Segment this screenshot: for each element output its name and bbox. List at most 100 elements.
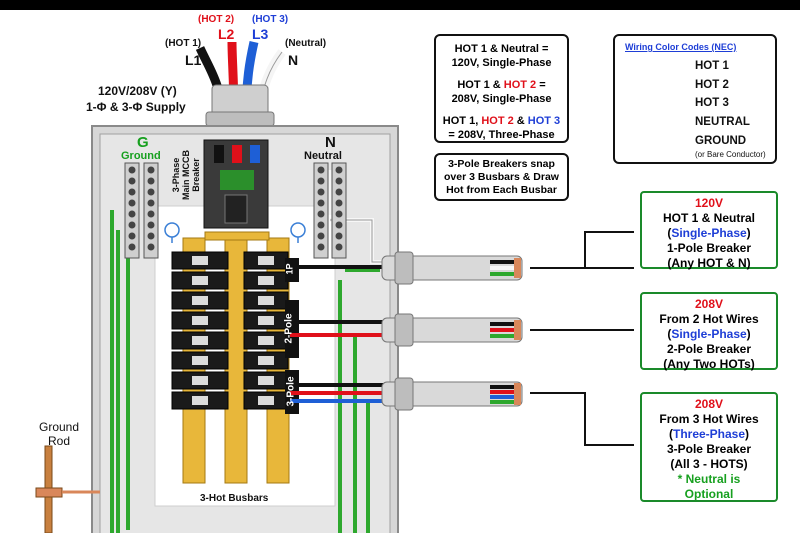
terminal-screw	[317, 188, 325, 196]
terminal-screw	[317, 166, 325, 174]
supply-phase: 1-Φ & 3-Φ Supply	[86, 100, 186, 114]
terminal-screw	[335, 243, 343, 251]
main-breaker-line: 3-Phase	[171, 157, 181, 193]
terminal-screw	[147, 210, 155, 218]
legend-title: Wiring Color Codes (NEC)	[625, 42, 737, 52]
callout-line: (Single-Phase)	[642, 327, 776, 342]
terminal-screw	[128, 188, 136, 196]
callout-text: (	[667, 327, 672, 341]
top-banner-bar	[0, 0, 800, 10]
neutral-label: N	[288, 52, 299, 68]
snap-note-box: 3-Pole Breakers snap over 3 Busbars & Dr…	[434, 153, 569, 201]
callout-note: * Neutral is	[677, 472, 741, 486]
callout-voltage: 208V	[694, 397, 724, 411]
legend-item-hot1: HOT 1	[695, 60, 729, 72]
terminal-screw	[147, 199, 155, 207]
callout-text: )	[745, 427, 750, 441]
breaker-handle	[258, 376, 274, 385]
callout-line: 2-Pole Breaker	[666, 342, 752, 356]
terminal-screw	[147, 177, 155, 185]
main-breaker-label: 3-Phase Main MCCB Breaker	[170, 142, 204, 202]
info-hot2: HOT 2	[503, 79, 537, 91]
info-text: HOT 1,	[442, 115, 482, 127]
info-line: = 208V, Three-Phase	[448, 129, 555, 141]
snap-note-line: 3-Pole Breakers snap	[448, 158, 555, 170]
light-bulb-icon	[164, 222, 306, 243]
breaker-handle	[258, 396, 274, 405]
ground-word: Ground	[121, 150, 161, 162]
terminal-screw	[147, 188, 155, 196]
terminal-screw	[317, 232, 325, 240]
info-line: HOT 1, HOT 2 & HOT 3	[436, 114, 567, 128]
busbars-label: 3-Hot Busbars	[200, 493, 269, 504]
info-hot2: HOT 2	[481, 115, 514, 127]
terminal-screw	[317, 177, 325, 185]
info-text: &	[513, 115, 528, 127]
info-line: 208V, Single-Phase	[451, 93, 552, 105]
breaker-handle	[258, 256, 274, 265]
hot1-tag: (HOT 1)	[165, 38, 202, 49]
callout-text: )	[746, 327, 751, 341]
callout-line: HOT 1 & Neutral	[662, 211, 755, 225]
callout-line: (Any HOT & N)	[667, 256, 751, 270]
callout-208v-single: 208V From 2 Hot Wires (Single-Phase) 2-P…	[640, 292, 778, 371]
breaker-handle	[258, 276, 274, 285]
callout-note: Optional	[684, 487, 734, 501]
info-text: =	[536, 79, 546, 91]
pole-3-label: 3-Pole	[285, 376, 297, 407]
callout-text: (	[668, 427, 673, 441]
terminal-screw	[335, 199, 343, 207]
ground-rod-line: Ground	[38, 420, 80, 434]
ground-letter: G	[137, 134, 149, 151]
terminal-screw	[147, 232, 155, 240]
ground-wires	[110, 196, 380, 533]
ground-rod-label: Ground Rod	[37, 420, 81, 448]
breaker-handle	[192, 376, 208, 385]
legend-ground-note: (or Bare Conductor)	[695, 150, 766, 159]
terminal-screw	[335, 177, 343, 185]
breaker-handle	[258, 296, 274, 305]
terminal-screw	[147, 166, 155, 174]
callout-arrows	[530, 231, 634, 446]
breaker-handle	[258, 336, 274, 345]
terminal-screw	[128, 232, 136, 240]
info-hot3: HOT 3	[527, 115, 561, 127]
neutral-tag: (Neutral)	[285, 38, 327, 49]
callout-phase: Single-Phase	[671, 327, 747, 341]
callout-text: )	[746, 226, 751, 240]
callout-208v-three: 208V From 3 Hot Wires (Three-Phase) 3-Po…	[640, 392, 778, 502]
ground-rod	[35, 445, 100, 533]
callout-line: From 2 Hot Wires	[659, 312, 759, 326]
terminal-screw	[128, 166, 136, 174]
terminal-screw	[128, 243, 136, 251]
terminal-screw	[335, 210, 343, 218]
snap-note-line: over 3 Busbars & Draw	[444, 171, 559, 183]
breaker-handle	[258, 316, 274, 325]
terminal-screw	[128, 199, 136, 207]
terminal-screw	[317, 221, 325, 229]
legend-item-neutral: NEUTRAL	[695, 116, 750, 128]
hot1-label: L1	[185, 52, 202, 68]
callout-voltage: 208V	[694, 297, 724, 311]
legend-item-hot2: HOT 2	[695, 79, 729, 91]
info-line: HOT 1 & HOT 2 =	[436, 78, 567, 92]
terminal-screw	[147, 221, 155, 229]
callout-phase: Three-Phase	[672, 427, 746, 441]
breaker-handle	[192, 256, 208, 265]
hot2-label: L2	[218, 26, 235, 42]
voltage-info-box: HOT 1 & Neutral = 120V, Single-Phase HOT…	[434, 34, 569, 143]
callout-line: 3-Pole Breaker	[666, 442, 752, 456]
neutral-word: Neutral	[304, 150, 342, 162]
callout-line: 1-Pole Breaker	[666, 241, 752, 255]
callout-line: (Any Two HOTs)	[663, 357, 755, 371]
main-mccb-breaker	[203, 139, 269, 229]
callout-voltage: 120V	[694, 196, 724, 210]
breaker-handle	[192, 296, 208, 305]
pole-1p-label: 1P	[284, 263, 295, 275]
branch-breakers	[171, 251, 289, 410]
hot3-label: L3	[252, 26, 269, 42]
terminal-screw	[335, 232, 343, 240]
breaker-handle	[258, 356, 274, 365]
terminal-screw	[335, 188, 343, 196]
